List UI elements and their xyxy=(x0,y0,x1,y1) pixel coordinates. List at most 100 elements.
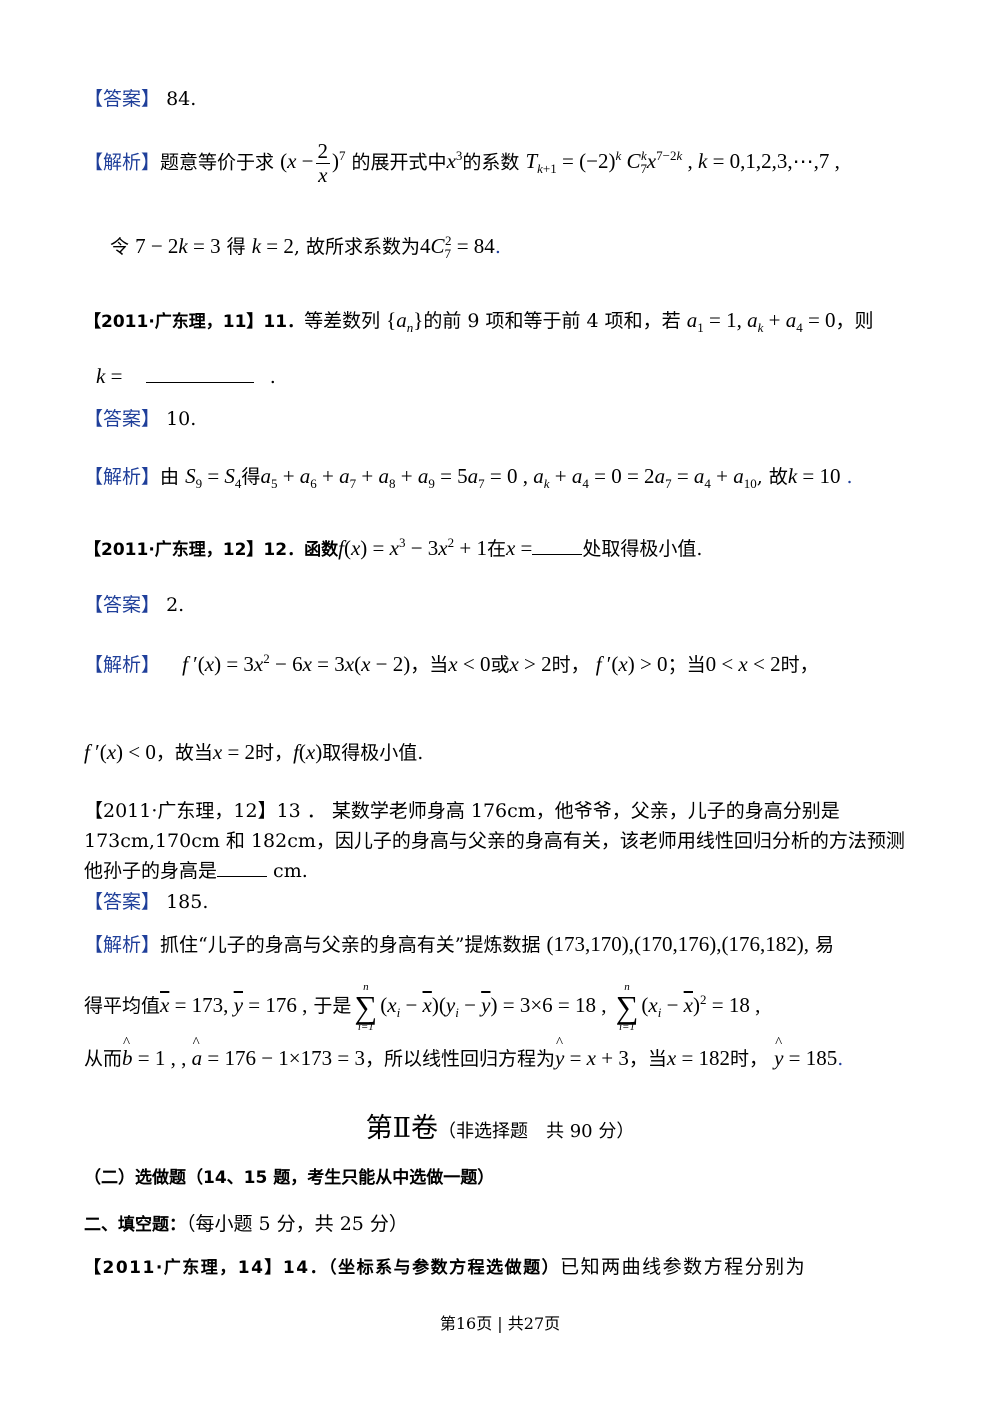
q10-line2-suffix: , 故所求系数为 xyxy=(293,236,420,258)
q13-points: (173,170),(170,176),(176,182), xyxy=(546,932,809,956)
q10-answer-line: 【答案】 84. xyxy=(84,90,196,109)
analysis-label: 【解析】 xyxy=(84,466,161,488)
q10-analysis-line2: 令 7 − 2k = 3 得 k = 2, 故所求系数为4C72 = 84. xyxy=(110,233,501,262)
q14-type: （坐标系与参数方程选做题） xyxy=(328,1258,561,1278)
q12-cond2: x > 2 xyxy=(509,652,552,676)
q11-eq1: S9 = S4 xyxy=(185,464,242,492)
q12-t4: ；当 xyxy=(667,654,706,676)
answer-label: 【答案】 xyxy=(84,594,161,616)
answer-label: 【答案】 xyxy=(84,88,161,110)
q13-answer-line: 【答案】 185. xyxy=(84,893,208,912)
q11-source: 【2011·广东理，11】11． xyxy=(84,312,305,332)
analysis-label: 【解析】 xyxy=(84,151,161,174)
q12-l2t3: 取得极小值. xyxy=(322,742,424,764)
q13-analysis-end: 易 xyxy=(815,934,835,956)
q11-blank-line: k = . xyxy=(96,364,276,388)
q13-regression: y = x + 3 xyxy=(555,1036,629,1070)
q12-x2: x = 2 xyxy=(212,740,256,764)
q13-answer: 185. xyxy=(166,891,209,913)
q13-analysis-line1: 【解析】抓住“儿子的身高与父亲的身高有关”提炼数据 (173,170),(170… xyxy=(84,934,834,955)
q14-stem-line: 【2011·广东理，14】14．（坐标系与参数方程选做题）已知两曲线参数方程分别… xyxy=(84,1258,806,1277)
section-title: 第Ⅱ卷 xyxy=(365,1113,438,1144)
q13-mean-mid: 于是 xyxy=(313,995,352,1018)
q11-analysis-line: 【解析】由 S9 = S4得a5 + a6 + a7 + a8 + a9 = 5… xyxy=(84,464,853,492)
q12-stem-mid: 在 xyxy=(486,538,506,560)
q13-sum2: n∑i=1(xi − x)2 = 18 , xyxy=(615,981,761,1033)
q13-line3-suffix: cm. xyxy=(267,860,308,882)
q12-stem-end: 处取得极小值. xyxy=(582,538,703,560)
q10-x3: x3 xyxy=(446,148,463,174)
q12-derivative: f ′(x) = 3x2 − 6x = 3x(x − 2) xyxy=(182,651,411,676)
q13-from-mid: ，所以线性回归方程为 xyxy=(364,1048,555,1070)
q11-analysis-suffix: , 故 xyxy=(756,466,788,488)
q12-cond3: 0 < x < 2 xyxy=(705,652,781,676)
q10-eq2: k = 2 xyxy=(251,234,294,258)
fill-heading: 二、填空题：（每小题 5 分，共 25 分） xyxy=(84,1215,408,1234)
q11-result: k = 10 xyxy=(787,464,841,488)
q14-text: 已知两曲线参数方程分别为 xyxy=(560,1256,807,1278)
q13-from-prefix: 从而 xyxy=(84,1048,123,1070)
q13-means: x = 173, y = 176 , xyxy=(160,993,308,1018)
q13-stem-line3: 他孙子的身高是 cm. xyxy=(84,862,308,881)
q12-l2t2: 时， xyxy=(255,742,294,764)
q12-l2t1: ，故当 xyxy=(155,742,213,764)
q11-answer-line: 【答案】 10. xyxy=(84,410,196,429)
q11-stem-line: 【2011·广东理，11】11．等差数列 {an}的前 9 项和等于前 4 项和… xyxy=(84,308,874,336)
q12-t3: 时， xyxy=(551,654,590,676)
q11-analysis-mid: 得 xyxy=(241,466,261,488)
q12-cond1: x < 0 xyxy=(448,652,491,676)
q12-function: f(x) = x3 − 3x2 + 1 xyxy=(338,535,487,560)
q12-fx: f(x) xyxy=(293,740,323,764)
q12-pos: f ′(x) > 0 xyxy=(595,652,668,676)
q12-t2: 或 xyxy=(490,654,510,676)
analysis-label: 【解析】 xyxy=(84,654,161,676)
q13-answer-blank xyxy=(217,876,268,877)
q10-term-formula: Tk+1 = (−2)k C7kx7−2k , k = 0,1,2,3,⋯,7 … xyxy=(525,148,840,177)
fill-subtitle: （每小题 5 分，共 25 分） xyxy=(186,1213,408,1235)
q11-k-eq: k = xyxy=(96,364,128,388)
q13-line3-prefix: 他孙子的身高是 xyxy=(84,860,218,882)
q10-line2-prefix: 令 xyxy=(110,236,130,258)
q10-answer: 84. xyxy=(166,88,197,110)
q12-stem-line: 【2011·广东理，12】12．函数f(x) = x3 − 3x2 + 1在x … xyxy=(84,535,703,560)
q10-analysis-text: 题意等价于求 xyxy=(160,151,275,174)
q13-stem-line2: 173cm,170cm 和 182cm，因儿子的身高与父亲的身高有关，该老师用线… xyxy=(84,832,905,851)
q11-eq2: a5 + a6 + a7 + a8 + a9 = 5a7 = 0 , ak + … xyxy=(260,464,757,492)
q11-seq: {an} xyxy=(386,308,424,336)
q10-analysis-text2: 的展开式中 xyxy=(351,151,447,174)
q10-line2-mid: 得 xyxy=(226,236,246,258)
q13-stem-line1: 【2011·广东理，12】13 ． 某数学老师身高 176cm，他爷爷，父亲，儿… xyxy=(84,802,840,821)
answer-label: 【答案】 xyxy=(84,408,161,430)
q11-stem3: ，则 xyxy=(835,310,874,332)
fill-title: 二、填空题： xyxy=(84,1215,186,1235)
q13-result: y = 185 xyxy=(774,1036,837,1070)
q13-line1: 【2011·广东理，12】13 ． 某数学老师身高 176cm，他爷爷，父亲，儿… xyxy=(84,800,840,822)
q13-b: b = 1 , , a = 176 − 1×173 = 3 xyxy=(122,1036,365,1070)
q13-from-mid2: ，当 xyxy=(628,1048,667,1070)
section-heading: 第Ⅱ卷（非选择题 共 90 分） xyxy=(0,1106,1000,1145)
q10-analysis-text3: 的系数 xyxy=(462,151,520,174)
q11-stem1: 等差数列 xyxy=(304,310,381,332)
q12-neg: f ′(x) < 0 xyxy=(84,740,156,764)
q10-result: 4C72 = 84 xyxy=(419,233,495,262)
page-footer: 第16页 | 共27页 xyxy=(439,1314,561,1333)
q11-analysis-prefix: 由 xyxy=(160,466,180,488)
section-subtitle: （非选择题 共 90 分） xyxy=(438,1121,635,1142)
q11-answer-blank xyxy=(145,382,254,383)
q13-mean-prefix: 得平均值 xyxy=(84,995,161,1018)
analysis-label: 【解析】 xyxy=(84,934,161,956)
q12-analysis-line2: f ′(x) < 0，故当x = 2时，f(x)取得极小值. xyxy=(84,742,423,763)
q12-x-eq: x = xyxy=(505,536,533,560)
q13-analysis-line3: 从而b = 1 , , a = 176 − 1×173 = 3，所以线性回归方程… xyxy=(84,1036,843,1070)
q12-answer-line: 【答案】 2. xyxy=(84,596,184,615)
q11-stem2: 的前 9 项和等于前 4 项和，若 xyxy=(423,310,681,332)
q11-cond: a1 = 1, ak + a4 = 0 xyxy=(686,308,836,336)
q13-line2: 173cm,170cm 和 182cm，因儿子的身高与父亲的身高有关，该老师用线… xyxy=(84,830,905,852)
q12-analysis-line: 【解析】 f ′(x) = 3x2 − 6x = 3x(x − 2)，当x < … xyxy=(84,651,819,676)
q10-eq1: 7 − 2k = 3 xyxy=(135,234,221,258)
optional-heading: （二）选做题（14、15 题，考生只能从中选做一题） xyxy=(84,1168,495,1188)
q11-answer: 10. xyxy=(166,408,197,430)
q12-source: 【2011·广东理，12】12．函数 xyxy=(84,540,339,560)
